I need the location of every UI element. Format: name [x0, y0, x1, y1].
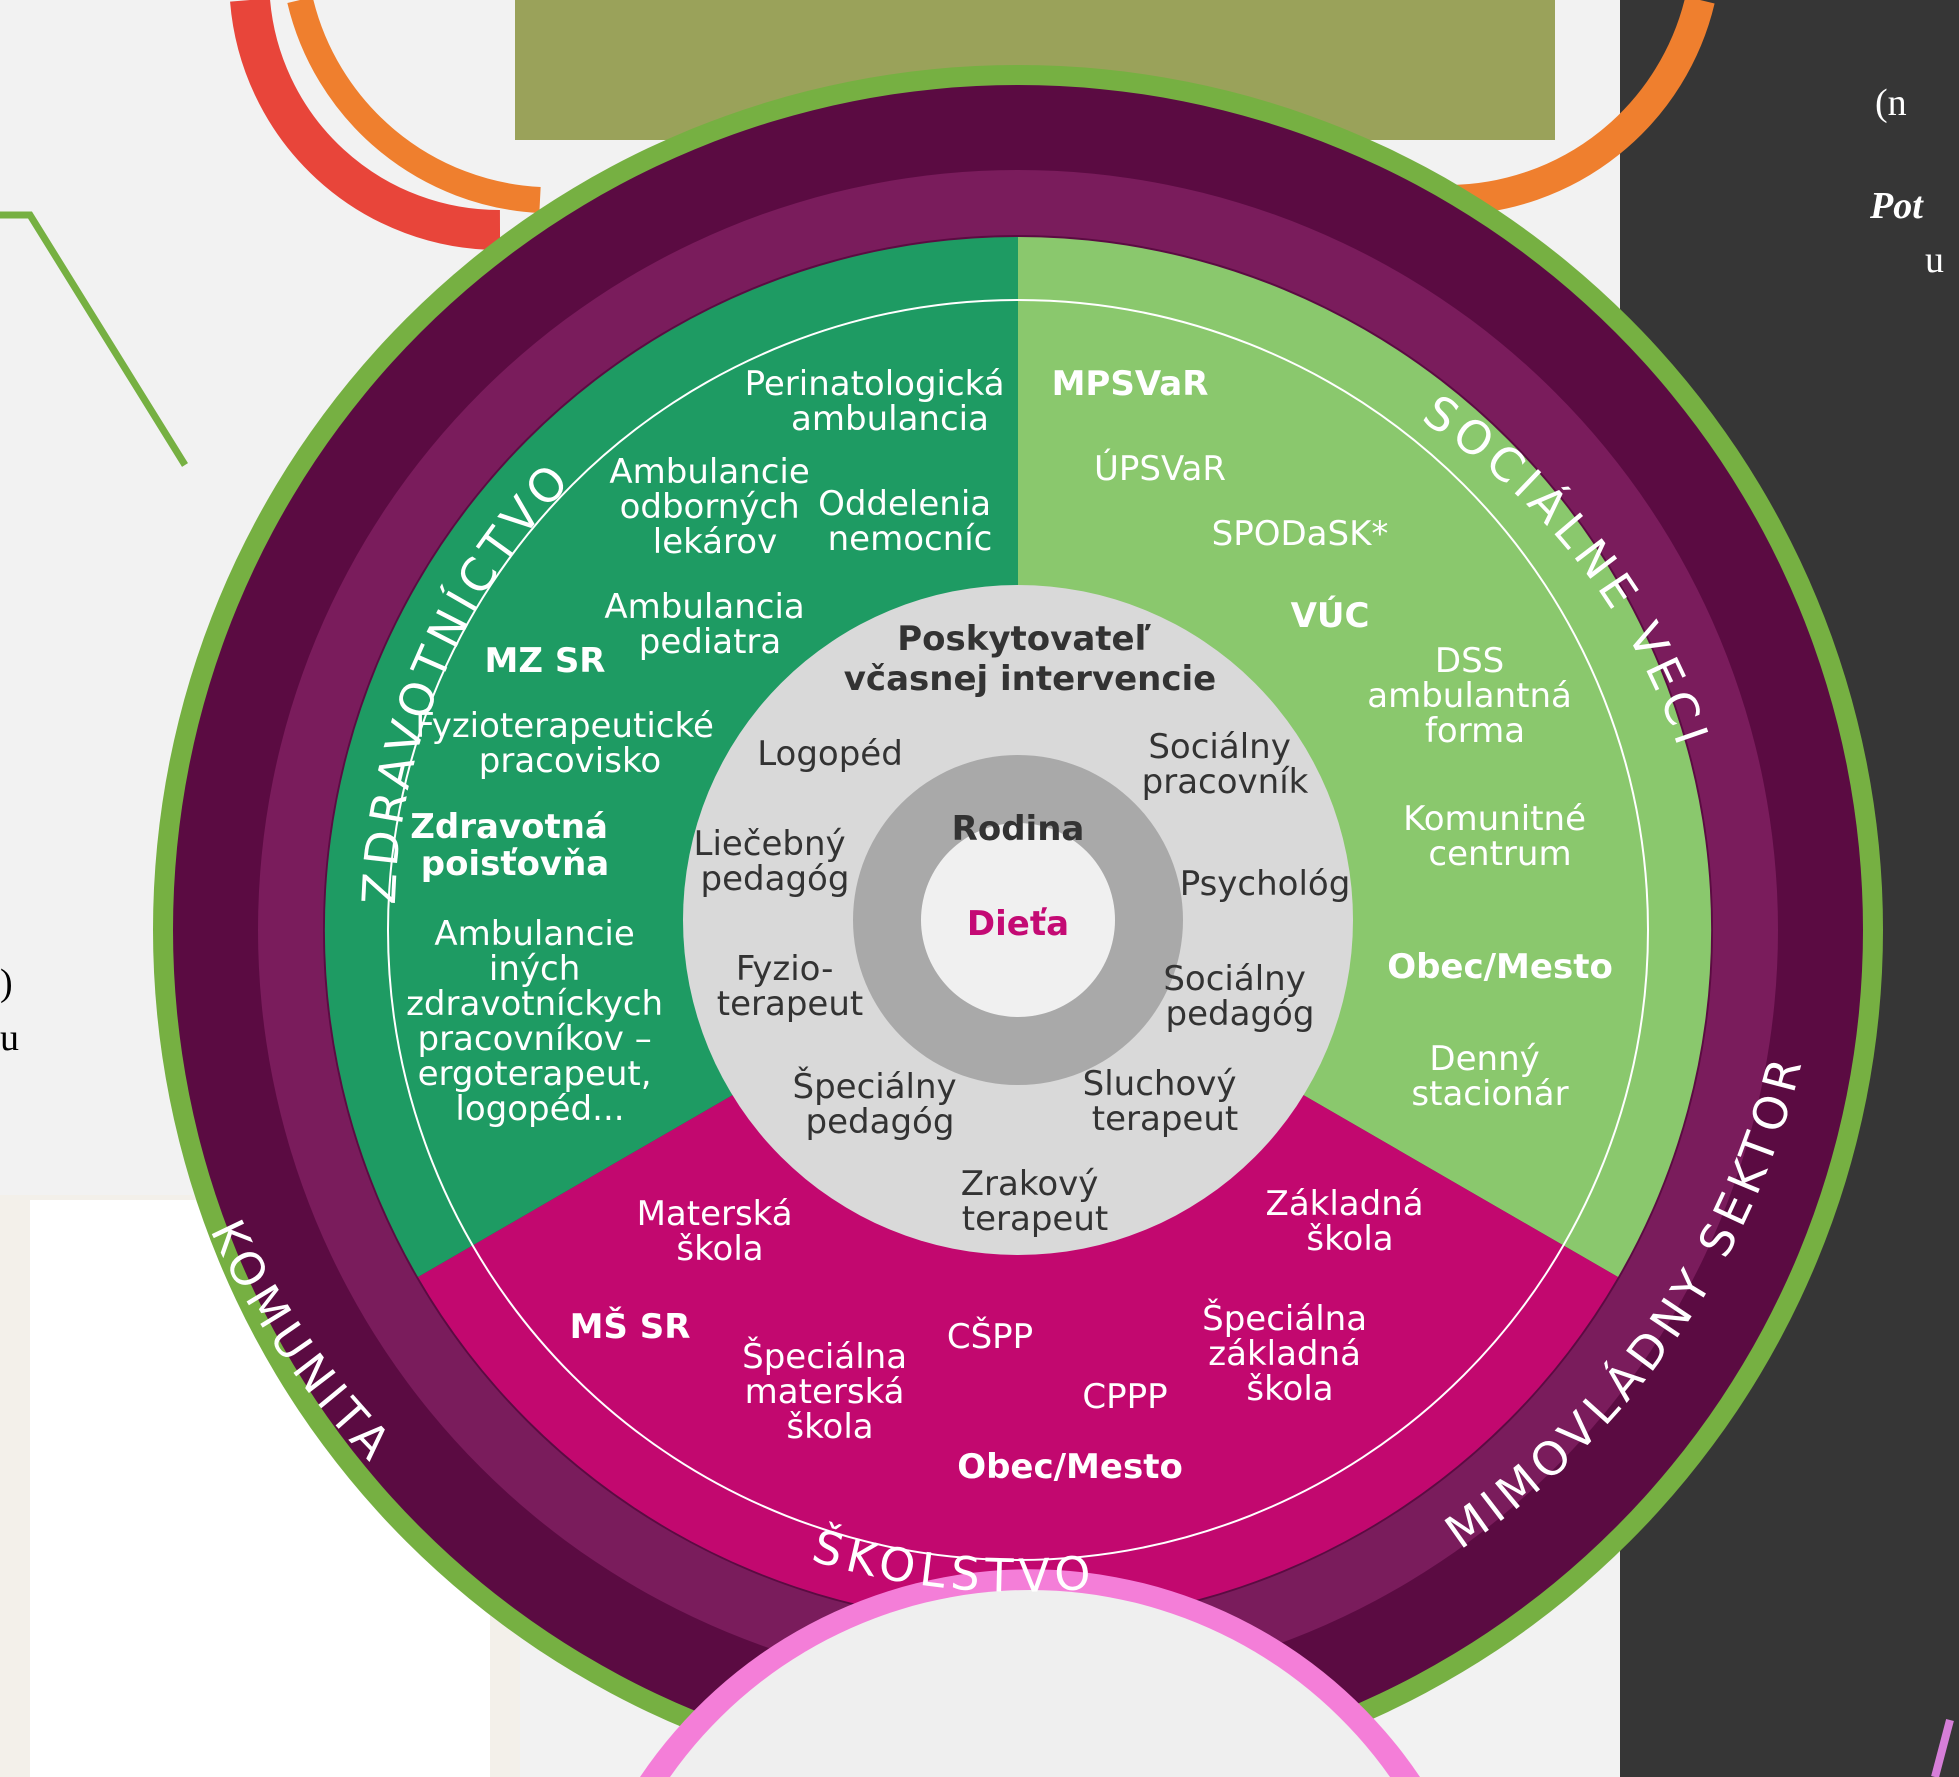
orange-arc-left [287, 0, 541, 213]
left-text-line2: u [0, 1017, 19, 1059]
education-ministry: MŠ SR [570, 1306, 691, 1347]
green-connector-line [0, 211, 188, 467]
sector-inner-divider [387, 299, 1649, 1561]
education-municipality: Obec/Mesto [957, 1447, 1183, 1487]
education-labels: Materská škola MŠ SR Špeciálna materská … [570, 1184, 1435, 1487]
specialist-ambulances: Ambulancie odborných lekárov [609, 452, 820, 562]
social-ministry: MPSVaR [1052, 364, 1209, 404]
special-primary-school: Špeciálna základná škola [1202, 1298, 1378, 1409]
community-centre: Komunitné centrum [1403, 799, 1597, 874]
social-municipality: Obec/Mesto [1387, 947, 1613, 987]
vision-therapist: Zrakový terapeut [961, 1164, 1109, 1239]
child-circle [921, 823, 1115, 1017]
speech-therapist: Logopéd [757, 734, 903, 774]
labour-office: ÚPSVaR [1094, 448, 1226, 489]
family-label: Rodina [952, 809, 1085, 849]
dss-ambulant: DSS ambulantná forma [1367, 641, 1582, 751]
spodask: SPODaSK* [1212, 514, 1389, 554]
health-ministry: MZ SR [485, 641, 606, 681]
other-health-workers: Ambulancie iných zdravotníckych pracovní… [406, 914, 674, 1129]
health-insurance: Zdravotná poisťovňa [410, 807, 619, 884]
health-labels: Perinatologická ambulancia Ambulancie od… [406, 364, 1016, 1129]
social-pedagogue: Sociálny pedagóg [1163, 959, 1316, 1034]
day-centre: Denný stacionár [1411, 1039, 1568, 1114]
hospital-departments: Oddelenia nemocníc [818, 484, 1002, 559]
kindergarten: Materská škola [637, 1194, 804, 1269]
provider-title: Poskytovateľ včasnej intervencie [844, 619, 1217, 699]
special-kindergarten: Špeciálna materská škola [742, 1336, 918, 1447]
child-label: Dieťa [967, 904, 1069, 944]
therapeutic-pedagogue: Liečebný pedagóg [694, 824, 857, 899]
right-text-line1: (n [1875, 82, 1907, 124]
social-worker: Sociálny pracovník [1142, 727, 1309, 802]
physio-workplace: Fyzioterapeutické pracovisko [415, 706, 724, 781]
right-text-line3: u [1925, 239, 1944, 281]
physiotherapist: Fyzio- terapeut [717, 949, 863, 1024]
red-arc [230, 0, 501, 251]
cppp: CPPP [1082, 1377, 1167, 1417]
right-text-line2: Pot [1869, 185, 1924, 227]
special-pedagogue: Špeciálny pedagóg [793, 1066, 968, 1142]
hearing-therapist: Sluchový terapeut [1083, 1064, 1248, 1139]
psychologist: Psychológ [1180, 864, 1351, 904]
perinatal-ambulance: Perinatologická ambulancia [745, 364, 1016, 439]
regional-government: VÚC [1291, 595, 1370, 636]
orange-arc-right [1449, 0, 1715, 215]
left-text-line1: ) [0, 962, 13, 1004]
pediatrician-ambulance: Ambulancia pediatra [604, 587, 815, 662]
bottom-photo [670, 1589, 1390, 1777]
primary-school: Základná škola [1266, 1184, 1435, 1259]
education-sector [418, 930, 1618, 1624]
inner-labels: Poskytovateľ včasnej intervencie Logopéd… [694, 619, 1351, 1239]
cspp: CŠPP [947, 1316, 1033, 1357]
pink-accent-line [1931, 1718, 1954, 1777]
social-labels: MPSVaR ÚPSVaR SPODaSK* VÚC DSS ambulantn… [1052, 364, 1613, 1114]
